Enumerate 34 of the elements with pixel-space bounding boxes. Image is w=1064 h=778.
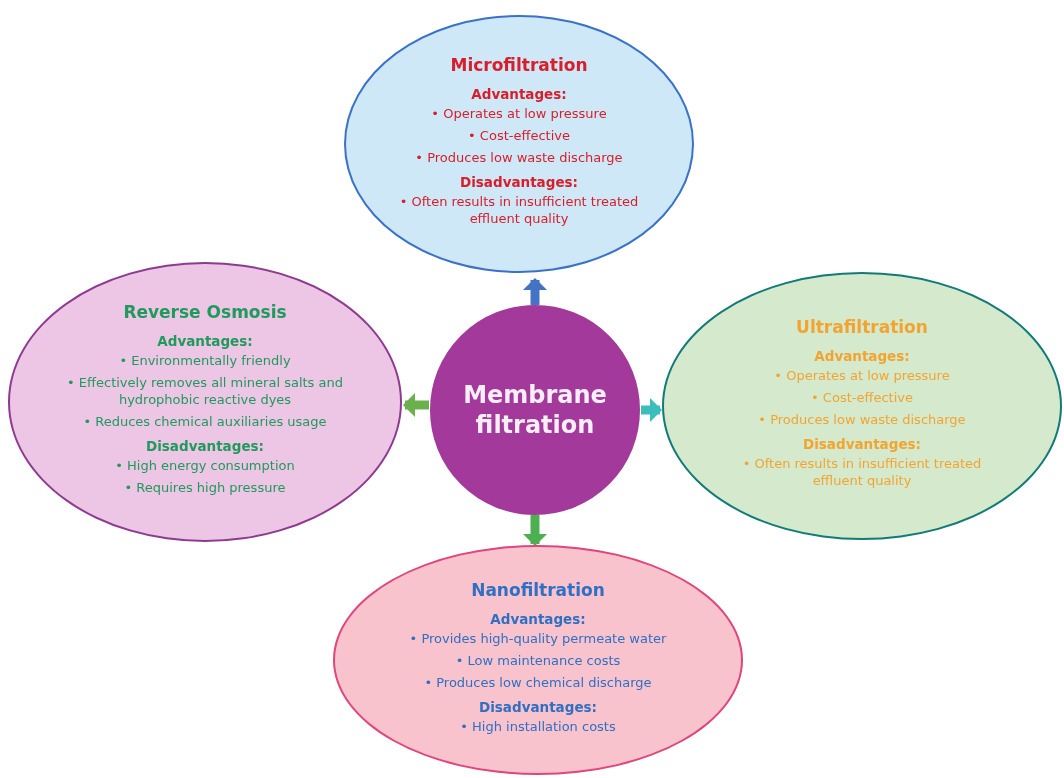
title: Microfiltration: [450, 55, 588, 77]
list-item: • Environmentally friendly: [119, 353, 291, 371]
section-heading: Advantages:: [490, 610, 586, 627]
list-item: • Provides high-quality permeate water: [409, 630, 667, 648]
list-item: • High energy consumption: [115, 458, 295, 475]
list-item: • Effectively removes all mineral salts and hydrophobic reactive dyes: [66, 375, 344, 410]
block-arrow: [523, 515, 547, 546]
list-item: • Low maintenance costs: [455, 652, 621, 670]
list-item: • Reduces chemical auxiliaries usage: [83, 414, 327, 431]
section-heading: Advantages:: [471, 86, 567, 103]
list-item: • Cost-effective: [811, 390, 913, 408]
section-heading: Advantages:: [157, 333, 253, 350]
list-item: • Often results in insufficient treated effluent quality: [398, 194, 640, 228]
title: Ultrafiltration: [796, 317, 928, 339]
list-item: • Cost-effective: [468, 128, 570, 146]
list-item: • Requires high pressure: [124, 479, 286, 497]
title: Reverse Osmosis: [123, 302, 287, 324]
title: Membrane filtration: [462, 380, 608, 440]
list-item: • Produces low waste discharge: [758, 412, 966, 430]
block-arrow: [403, 393, 429, 417]
list-item: • Often results in insufficient treated effluent quality: [741, 456, 983, 490]
block-arrow: [523, 278, 547, 305]
list-item: • Operates at low pressure: [774, 368, 950, 386]
section-heading: Disadvantages:: [479, 698, 597, 715]
section-heading: Disadvantages:: [803, 436, 921, 453]
list-item: • Produces low chemical discharge: [424, 674, 652, 692]
list-item: • Operates at low pressure: [431, 106, 607, 124]
section-heading: Disadvantages:: [146, 438, 264, 454]
section-heading: Advantages:: [814, 348, 910, 365]
block-arrow: [641, 398, 662, 422]
section-heading: Disadvantages:: [460, 174, 578, 191]
list-item: • Produces low waste discharge: [415, 150, 623, 168]
title: Nanofiltration: [471, 579, 605, 601]
list-item: • High installation costs: [460, 718, 616, 736]
